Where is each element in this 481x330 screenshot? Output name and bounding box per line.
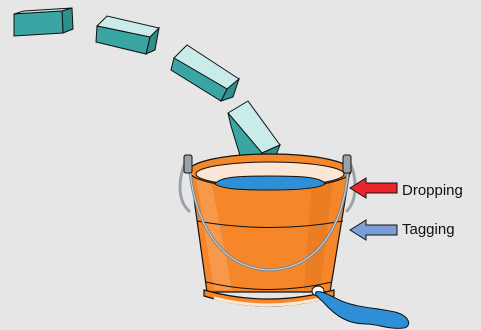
falling-block-4 xyxy=(227,100,281,163)
leaking-water xyxy=(315,291,410,329)
dropping-arrow xyxy=(349,177,398,199)
falling-block-1 xyxy=(13,7,74,37)
bucket xyxy=(178,153,357,307)
falling-block-3 xyxy=(170,44,241,102)
dropping-label: Dropping xyxy=(402,182,463,199)
tagging-label: Tagging xyxy=(402,221,455,238)
falling-block-2 xyxy=(95,15,160,55)
water-surface xyxy=(214,175,326,191)
tagging-arrow xyxy=(349,219,398,241)
